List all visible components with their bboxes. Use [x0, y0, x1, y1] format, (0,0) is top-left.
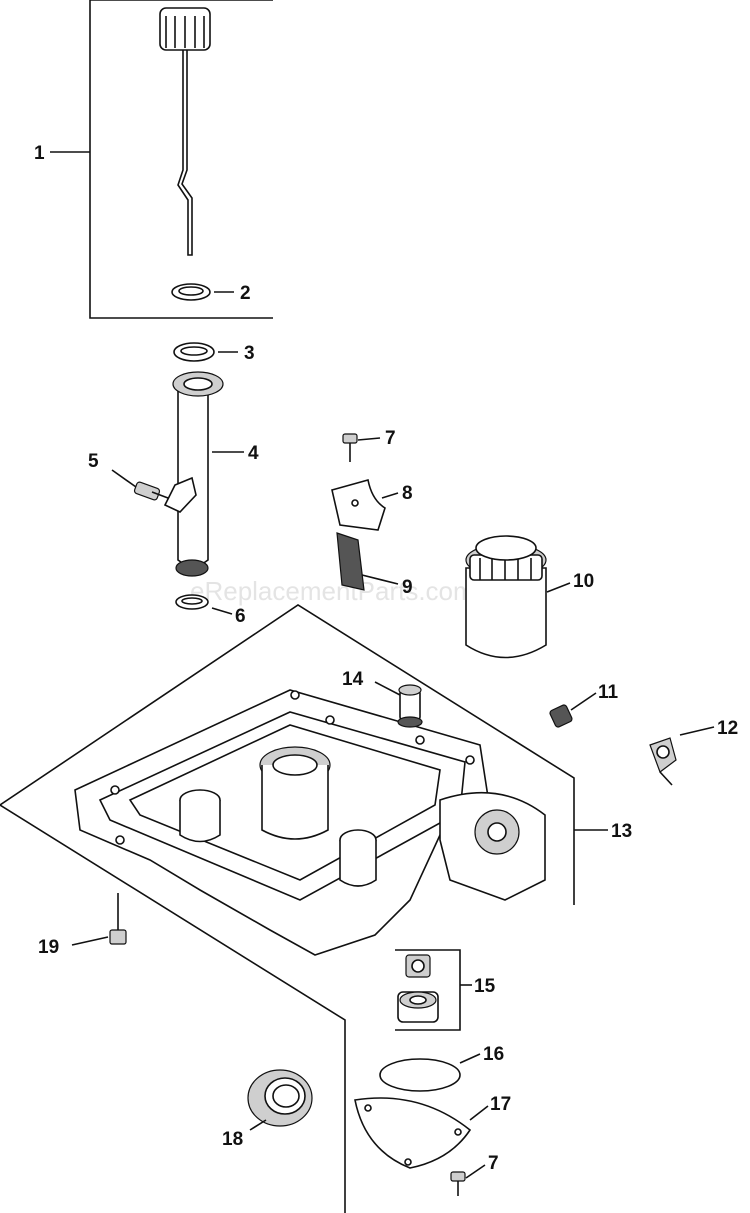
part-dipstick: [159, 7, 211, 256]
callout-13: 13: [611, 821, 632, 842]
callout-16: 16: [483, 1044, 504, 1065]
callout-3: 3: [244, 343, 255, 364]
callout-7-top: 7: [385, 428, 396, 449]
part-plug-11: [549, 704, 573, 728]
part-oil-pump-gears: [395, 949, 461, 1031]
callout-12: 12: [717, 718, 738, 739]
callout-7-bottom: 7: [488, 1153, 499, 1174]
callout-2: 2: [240, 283, 251, 304]
part-cover-plate: [354, 1097, 472, 1169]
callout-14: 14: [342, 669, 364, 690]
callout-4: 4: [248, 443, 259, 464]
part-oring-3: [173, 342, 215, 362]
part-oring-16: [379, 1058, 461, 1092]
part-bolt-19: [109, 893, 127, 945]
part-screw-7-top: [342, 433, 358, 462]
part-screw-7-bottom: [450, 1171, 466, 1196]
part-screen-9: [336, 532, 365, 591]
leader-lines: [50, 151, 715, 1179]
callout-15: 15: [474, 976, 496, 997]
part-dipstick-tube: [163, 371, 224, 577]
part-bolt-5: [133, 481, 169, 501]
callout-18: 18: [222, 1129, 243, 1150]
part-seal-18: [247, 1069, 313, 1127]
part-oring-6: [175, 594, 209, 610]
dipstick-assembly-bracket: [89, 0, 273, 319]
part-sensor-12: [649, 737, 677, 786]
callout-17: 17: [490, 1094, 511, 1115]
part-baffle-8: [331, 478, 386, 531]
part-oil-filter: [465, 535, 547, 659]
callout-19: 19: [38, 937, 59, 958]
callout-11: 11: [598, 682, 619, 703]
callout-6: 6: [235, 606, 246, 627]
part-fitting-14: [397, 684, 423, 728]
oil-pan-assembly-bracket: [0, 604, 575, 1213]
callout-9: 9: [402, 577, 413, 598]
callout-8: 8: [402, 483, 413, 504]
watermark: eReplacementParts.com: [190, 576, 475, 606]
callout-10: 10: [573, 571, 594, 592]
part-oring-2: [171, 283, 211, 301]
part-oil-pan: [74, 689, 546, 956]
callout-5: 5: [88, 451, 99, 472]
callout-1: 1: [34, 143, 45, 164]
